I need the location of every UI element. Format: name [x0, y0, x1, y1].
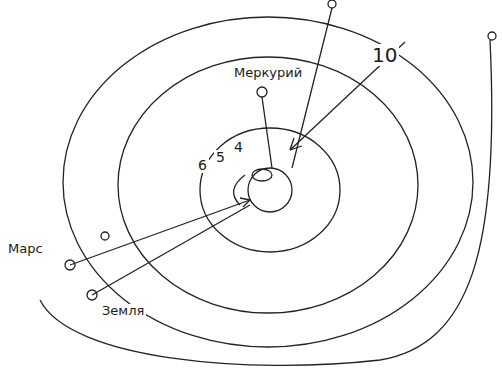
planet-name: Марс: [6, 242, 45, 256]
sun: [248, 168, 292, 212]
planet: [488, 32, 496, 40]
callout-number: 10: [370, 44, 399, 66]
orbit: [200, 128, 340, 252]
distance-line: [292, 8, 332, 168]
arrowhead: [290, 138, 302, 150]
sun-mark: [252, 169, 272, 181]
arrowhead: [240, 198, 250, 207]
distance-line: [92, 205, 250, 295]
orbit: [118, 57, 418, 313]
callout-number: 6: [196, 158, 209, 173]
planet-name: Меркурий: [232, 66, 304, 80]
planet: [328, 0, 336, 8]
angle-mark: [234, 175, 245, 205]
callout-number: 4: [232, 140, 245, 155]
callout-number: 5: [214, 150, 227, 165]
distance-line: [70, 200, 250, 265]
leader-line: [290, 42, 405, 150]
orbit: [40, 40, 492, 365]
orbit: [63, 17, 473, 347]
distance-line: [262, 97, 272, 168]
planet-name: Земля: [100, 304, 146, 318]
planet: [101, 232, 109, 240]
planet: [257, 87, 267, 97]
